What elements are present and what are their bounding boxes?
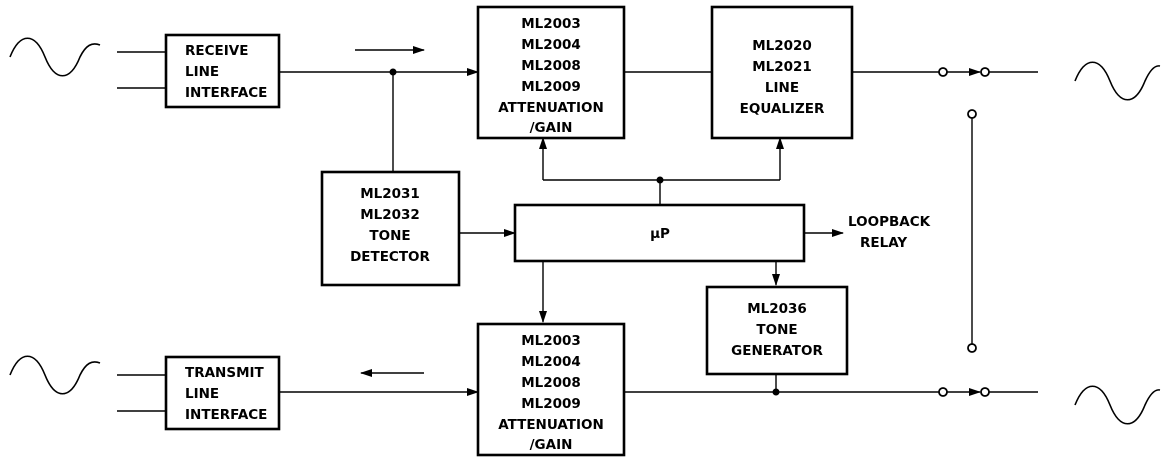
block-label: LINE [765, 80, 799, 96]
tone-generator-block: ML2036 TONE GENERATOR [705, 285, 849, 376]
block-label: TONE [756, 322, 797, 338]
block-label: ML2031 [360, 186, 420, 202]
relay-terminal-icon [980, 387, 990, 397]
block-label: ML2004 [521, 37, 581, 53]
label-line: LOOPBACK [848, 214, 931, 230]
relay-terminal-icon [938, 67, 948, 77]
block-label: INTERFACE [185, 85, 267, 101]
block-label: ML2021 [752, 59, 812, 75]
loopback-relay-label: LOOPBACK RELAY [848, 214, 931, 251]
block-label: μP [650, 226, 670, 242]
attenuation-gain-top-block: ML2003 ML2004 ML2008 ML2009 ATTENUATION … [476, 5, 626, 140]
block-label: GENERATOR [731, 343, 823, 359]
transmit-line-interface-block: TRANSMIT LINE INTERFACE [164, 355, 281, 431]
block-label: INTERFACE [185, 407, 267, 423]
block-label: ML2003 [521, 333, 581, 349]
label-line: RELAY [860, 235, 907, 251]
block-label: ML2032 [360, 207, 420, 223]
junction-dot [389, 68, 397, 76]
block-label: TRANSMIT [185, 365, 265, 381]
input-signal-wave-icon [9, 37, 101, 77]
block-label: ATTENUATION [498, 100, 604, 116]
attenuation-gain-bottom-block: ML2003 ML2004 ML2008 ML2009 ATTENUATION … [476, 322, 626, 457]
block-label: ATTENUATION [498, 417, 604, 433]
block-label: ML2008 [521, 375, 581, 391]
output-signal-wave-icon [9, 355, 101, 395]
block-label: EQUALIZER [740, 101, 825, 117]
block-label: RECEIVE [185, 43, 248, 59]
block-label: /GAIN [530, 120, 573, 136]
block-label: ML2008 [521, 58, 581, 74]
block-label: DETECTOR [350, 249, 430, 265]
junction-dot [656, 176, 664, 184]
block-label: TONE [369, 228, 410, 244]
junction-dot [772, 388, 780, 396]
block-label: LINE [185, 64, 219, 80]
block-label: LINE [185, 386, 219, 402]
relay-terminal-icon [980, 67, 990, 77]
connection-lines [117, 51, 1038, 412]
block-label: ML2020 [752, 38, 812, 54]
block-label: ML2003 [521, 16, 581, 32]
microprocessor-block: μP [513, 203, 806, 263]
block-label: ML2004 [521, 354, 581, 370]
block-label: /GAIN [530, 437, 573, 453]
line-equalizer-block: ML2020 ML2021 LINE EQUALIZER [710, 5, 854, 140]
receive-line-interface-block: RECEIVE LINE INTERFACE [164, 33, 281, 109]
block-label: ML2036 [747, 301, 807, 317]
block-label: ML2009 [521, 79, 581, 95]
relay-terminal-icon [967, 343, 977, 353]
relay-terminal-icon [967, 109, 977, 119]
right-bottom-wave-icon [1074, 385, 1161, 425]
right-top-wave-icon [1074, 61, 1161, 101]
relay-terminal-icon [938, 387, 948, 397]
tone-detector-block: ML2031 ML2032 TONE DETECTOR [320, 170, 461, 287]
block-label: ML2009 [521, 396, 581, 412]
